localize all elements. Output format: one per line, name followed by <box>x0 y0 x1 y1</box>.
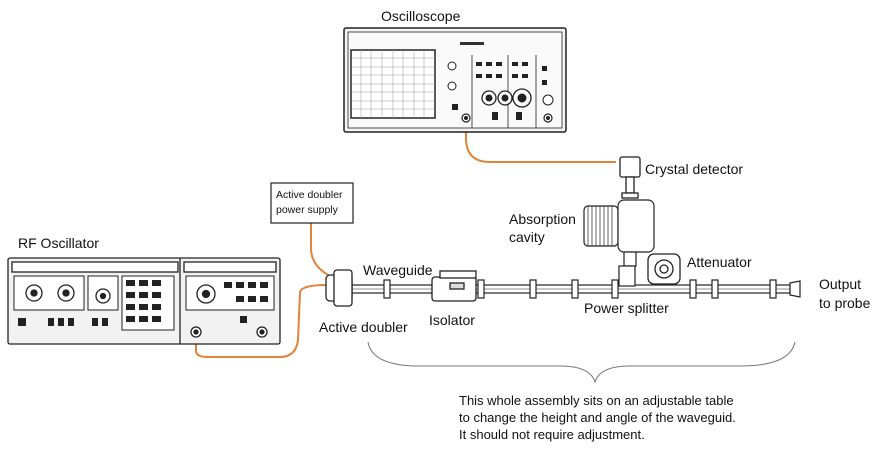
absorption-cavity <box>583 199 655 279</box>
cable-oscillator-to-doubler <box>195 284 327 358</box>
rf-oscillator <box>7 257 281 345</box>
isolator <box>431 270 477 302</box>
coax-cables <box>195 122 616 358</box>
absorption-cavity-label-line2: cavity <box>509 229 545 245</box>
isolator-label: Isolator <box>429 312 475 328</box>
assembly-brace <box>367 341 796 384</box>
active-doubler-power-supply <box>270 182 354 224</box>
power-splitter-label: Power splitter <box>584 300 669 316</box>
oscilloscope-label: Oscilloscope <box>381 8 461 24</box>
power-supply-label-line1: Active doubler <box>276 189 343 201</box>
attenuator <box>647 253 681 285</box>
cable-supply-to-doubler <box>310 223 331 277</box>
cable-scope-to-detector <box>465 122 616 163</box>
assembly-note: This whole assembly sits on an adjustabl… <box>459 392 736 443</box>
oscilloscope <box>343 27 567 133</box>
output-label-line1: Output <box>819 276 862 292</box>
active-doubler <box>325 269 353 307</box>
crystal-detector-label: Crystal detector <box>645 161 744 177</box>
output-label-line2: to probe <box>819 295 871 311</box>
assembly-note-line3: It should not require adjustment. <box>459 427 645 442</box>
power-supply-label-line2: power supply <box>276 204 338 216</box>
crystal-detector <box>619 156 641 199</box>
attenuator-label: Attenuator <box>687 254 752 270</box>
assembly-note-line2: to change the height and angle of the wa… <box>459 410 736 425</box>
active-doubler-label: Active doubler <box>319 319 408 335</box>
rf-oscillator-label: RF Oscillator <box>18 235 99 251</box>
assembly-note-line1: This whole assembly sits on an adjustabl… <box>459 393 734 408</box>
absorption-cavity-label-line1: Absorption <box>509 211 576 227</box>
waveguide-label: Waveguide <box>363 262 433 278</box>
